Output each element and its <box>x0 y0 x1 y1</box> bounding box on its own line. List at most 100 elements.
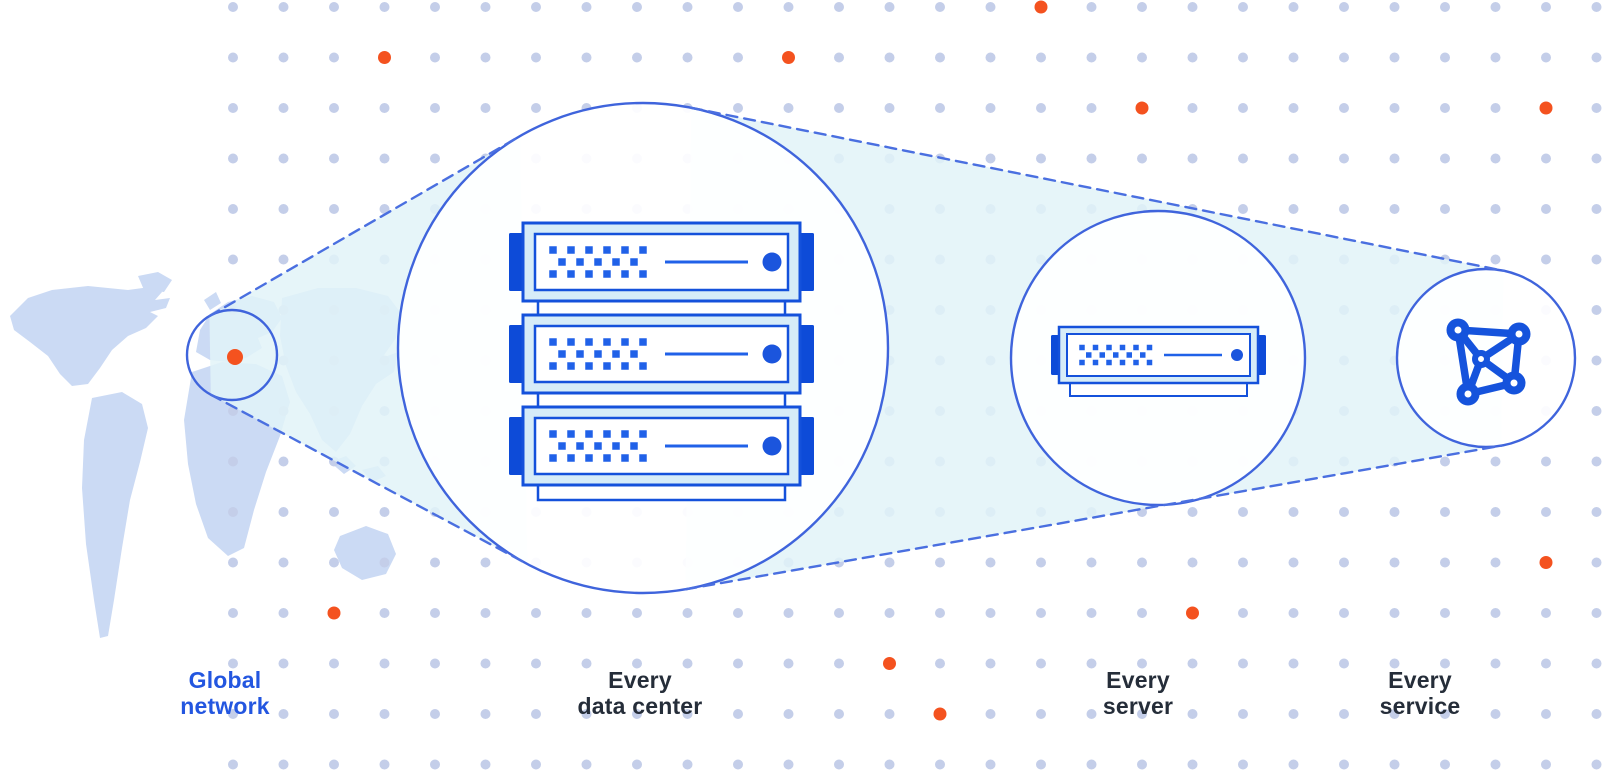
grid-dot <box>531 759 541 770</box>
grid-dot <box>1339 153 1349 164</box>
grid-dot <box>1137 759 1147 770</box>
pixel-square <box>585 246 593 254</box>
grid-dot <box>329 52 339 63</box>
grid-dot <box>1440 557 1450 568</box>
grid-dot <box>1187 103 1198 113</box>
grid-dot <box>1086 709 1097 719</box>
pixel-square <box>621 270 629 278</box>
grid-dot <box>1490 507 1501 517</box>
grid-dot <box>1137 709 1147 719</box>
grid-dot <box>278 759 289 770</box>
grid-dot <box>379 153 390 164</box>
grid-dot <box>935 608 945 618</box>
grid-dot <box>1389 204 1400 214</box>
grid-dot <box>1541 52 1551 63</box>
grid-dot <box>682 52 693 63</box>
pixel-square <box>603 270 611 278</box>
grid-dot <box>1591 103 1602 113</box>
grid-dot <box>1440 204 1450 214</box>
grid-dot <box>1490 52 1501 63</box>
grid-dot <box>1339 52 1349 63</box>
grid-dot <box>379 658 390 669</box>
grid-dot <box>531 608 541 618</box>
graph-node <box>1446 318 1470 342</box>
grid-dot <box>1137 557 1147 568</box>
grid-dot <box>1086 2 1097 12</box>
grid-dot <box>379 507 390 517</box>
grid-dot <box>531 103 541 113</box>
server-led <box>1231 349 1243 361</box>
grid-dot <box>834 608 844 618</box>
pixel-square <box>630 258 638 266</box>
grid-dot <box>1238 52 1248 63</box>
grid-dot <box>1591 759 1602 770</box>
grid-dot <box>379 759 390 770</box>
grid-dot <box>1288 153 1299 164</box>
map-location <box>227 349 243 365</box>
pixel-square <box>567 362 575 370</box>
grid-dot <box>329 204 339 214</box>
grid-dot <box>1490 103 1501 113</box>
network-graph-icon <box>1446 318 1531 406</box>
grid-dot <box>935 2 945 12</box>
pixel-square <box>1086 352 1092 358</box>
grid-dot <box>1591 52 1602 63</box>
grid-dot <box>1591 254 1602 265</box>
grid-dot <box>228 103 238 113</box>
grid-dot <box>1288 507 1299 517</box>
server-ear-right <box>800 325 814 383</box>
grid-dot <box>1036 52 1046 63</box>
grid-dot <box>1086 153 1097 164</box>
grid-dot <box>480 2 491 12</box>
grid-dot <box>884 103 895 113</box>
label-line: service <box>1379 693 1461 719</box>
pixel-square <box>576 442 584 450</box>
grid-dot <box>1591 456 1602 467</box>
grid-dot <box>1591 507 1602 517</box>
pixel-square <box>576 258 584 266</box>
grid-dot <box>379 608 390 618</box>
pixel-square <box>1113 352 1119 358</box>
grid-dot <box>733 52 743 63</box>
grid-dot <box>783 103 794 113</box>
grid-dot <box>1440 608 1450 618</box>
grid-dot <box>682 608 693 618</box>
grid-dot <box>1591 658 1602 669</box>
pixel-square <box>567 454 575 462</box>
grid-dot <box>581 658 592 669</box>
pixel-square <box>639 454 647 462</box>
pixel-square <box>603 362 611 370</box>
grid-dot <box>1036 759 1046 770</box>
pixel-square <box>621 454 629 462</box>
grid-dot <box>430 2 440 12</box>
pixel-square <box>603 246 611 254</box>
pixel-square <box>585 362 593 370</box>
server-faceplate <box>1066 333 1251 377</box>
label-every-service: Every service <box>1260 667 1580 719</box>
grid-dot <box>1036 153 1046 164</box>
pixel-square <box>639 338 647 346</box>
grid-dot <box>1490 608 1501 618</box>
grid-dot <box>480 759 491 770</box>
grid-dot <box>682 759 693 770</box>
grid-dot <box>632 709 642 719</box>
grid-dot <box>228 153 238 164</box>
grid-dot <box>1389 608 1400 618</box>
grid-dot <box>1591 305 1602 315</box>
grid-dot <box>1036 557 1046 568</box>
grid-dot <box>1389 709 1400 719</box>
grid-dot <box>581 2 592 12</box>
pixel-square <box>567 246 575 254</box>
grid-dot <box>1238 557 1248 568</box>
orange-grid-dot <box>1539 556 1553 569</box>
pixel-square <box>1140 352 1146 358</box>
grid-dot <box>1591 608 1602 618</box>
grid-dot <box>480 608 491 618</box>
grid-dot <box>480 709 491 719</box>
server-ear-right <box>800 417 814 475</box>
grid-dot <box>1440 103 1450 113</box>
grid-dot <box>1389 103 1400 113</box>
grid-dot <box>985 658 996 669</box>
grid-dot <box>531 658 541 669</box>
